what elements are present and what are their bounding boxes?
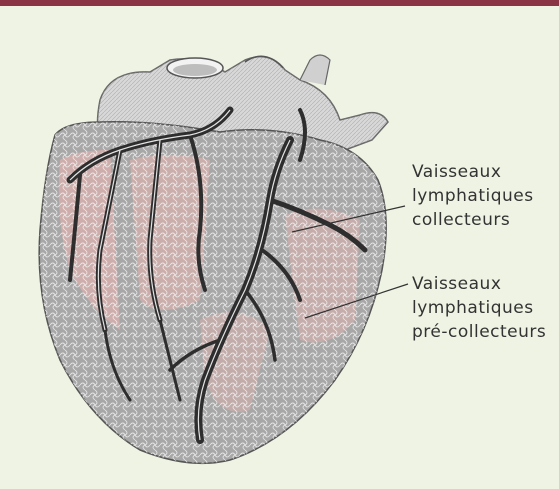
label-line: lymphatiques	[412, 296, 546, 320]
label-line: lymphatiques	[412, 184, 534, 208]
label-precollector-vessels: Vaisseaux lymphatiques pré-collecteurs	[412, 272, 546, 344]
label-line: Vaisseaux	[412, 160, 534, 184]
label-collector-vessels: Vaisseaux lymphatiques collecteurs	[412, 160, 534, 232]
label-line: Vaisseaux	[412, 272, 546, 296]
heart-body	[39, 122, 386, 464]
label-line: collecteurs	[412, 208, 534, 232]
label-line: pré-collecteurs	[412, 320, 546, 344]
